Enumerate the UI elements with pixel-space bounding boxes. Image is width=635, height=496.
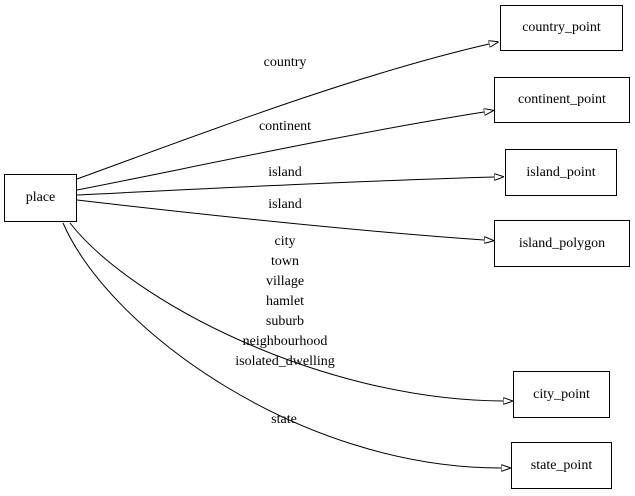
edge-place-city_point — [69, 222, 503, 401]
node-state-point: state_point — [511, 442, 612, 489]
node-state-point-label: state_point — [530, 457, 593, 473]
edge-label-island-polygon: island — [268, 197, 302, 212]
node-city-point-label: city_point — [533, 386, 590, 402]
edge-place-country_point — [76, 44, 489, 180]
edge-place-island_point — [76, 177, 494, 196]
edge-label-city-group: city town village hamlet suburb neighbou… — [235, 234, 335, 369]
node-island-point: island_point — [505, 149, 617, 196]
edge-label-state: state — [271, 412, 297, 427]
edge-place-continent_point — [76, 112, 484, 191]
node-country-point-label: country_point — [522, 20, 601, 35]
node-continent-point-label: continent_point — [518, 92, 606, 107]
edge-label-country: country — [263, 55, 307, 70]
node-place: place — [4, 174, 77, 222]
node-island-polygon: island_polygon — [494, 220, 630, 267]
node-continent-point: continent_point — [494, 77, 630, 123]
node-city-point: city_point — [513, 371, 610, 418]
edge-place-state_point — [62, 222, 501, 468]
edge-place-island_polygon — [76, 199, 484, 240]
edge-label-island-point: island — [268, 165, 302, 180]
node-island-point-label: island_point — [526, 164, 596, 180]
node-country-point: country_point — [500, 5, 623, 51]
node-island-polygon-label: island_polygon — [518, 235, 606, 251]
edge-label-continent: continent — [258, 119, 312, 134]
node-place-label: place — [25, 190, 56, 205]
